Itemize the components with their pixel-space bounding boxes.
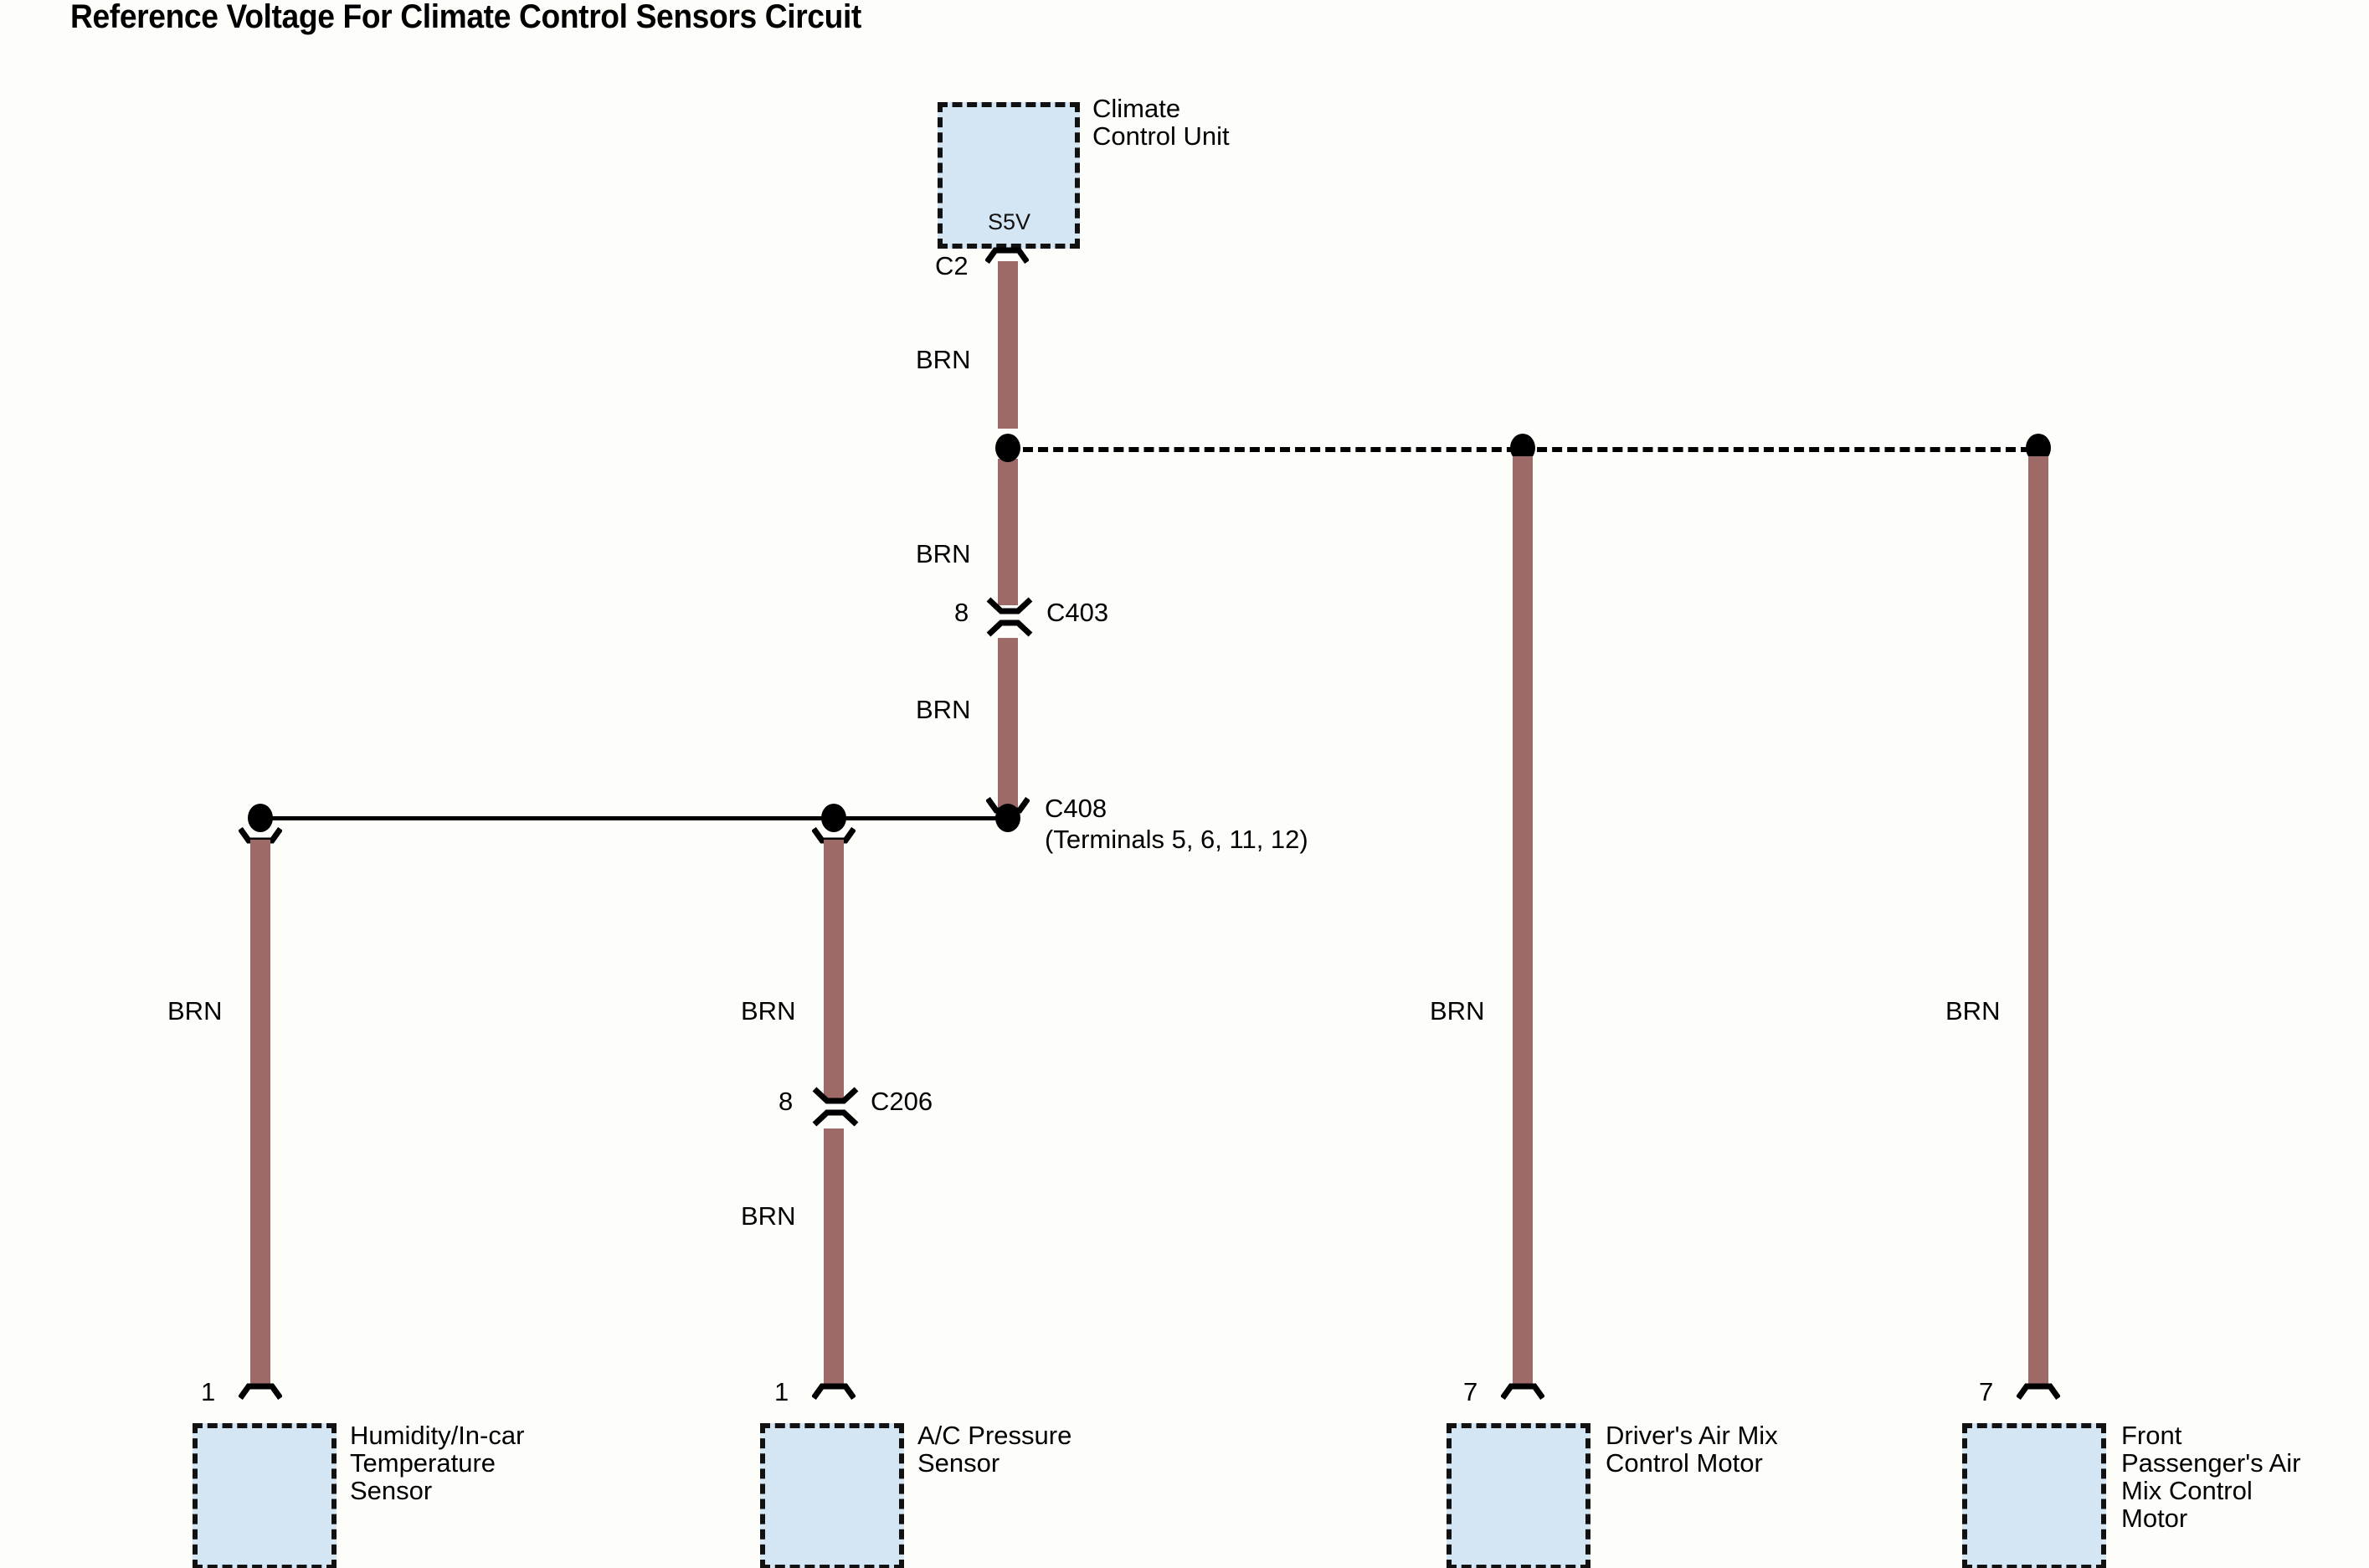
climate-control-unit-box (938, 102, 1080, 249)
connector-label-c206: C206 (871, 1087, 933, 1116)
connector-symbol-c206-icon (812, 1084, 859, 1129)
wire-label-brn-junction-to-c403: BRN (916, 539, 971, 568)
driver-air-mix-motor-name: Driver's Air Mix Control Motor (1606, 1421, 1778, 1478)
wire-label-brn-ac-pressure-lower: BRN (741, 1201, 796, 1231)
junction-dot-c408 (995, 804, 1020, 832)
junction-dot-trunk (995, 434, 1020, 462)
passenger-air-mix-motor-name: Front Passenger's Air Mix Control Motor (2121, 1421, 2301, 1533)
terminal-number-ac-pressure-sensor: 1 (774, 1377, 789, 1406)
connector-cap-humidity-bottom-icon (239, 1383, 282, 1400)
solid-branch-line (260, 816, 1013, 820)
humidity-sensor-box (193, 1423, 337, 1568)
junction-dot-ac-pressure-sensor (821, 804, 846, 832)
wire-humidity-branch (250, 840, 270, 1388)
wire-junction-to-c403 (998, 459, 1018, 605)
wire-label-brn-c403-to-c408: BRN (916, 695, 971, 724)
ac-pressure-sensor-box (760, 1423, 904, 1568)
connector-label-c2: C2 (935, 251, 969, 280)
wire-passenger-motor-branch (2028, 456, 2048, 1388)
wire-ac-pressure-upper (824, 840, 844, 1099)
terminal-number-driver-motor: 7 (1463, 1377, 1478, 1406)
connector-label-c408: C408 (1045, 794, 1107, 823)
wire-label-brn-humidity-branch: BRN (167, 996, 223, 1026)
connector-terminal-c403: 8 (954, 598, 969, 627)
wire-c403-to-c408 (998, 638, 1018, 818)
connector-cap-driver-motor-icon (1501, 1383, 1544, 1400)
connector-terminals-note-c408: (Terminals 5, 6, 11, 12) (1045, 825, 1308, 854)
wire-ac-pressure-lower (824, 1128, 844, 1388)
page-title: Reference Voltage For Climate Control Se… (70, 0, 861, 35)
connector-cap-c2-icon (985, 247, 1029, 264)
wire-label-brn-passenger-motor-branch: BRN (1945, 996, 2001, 1026)
wire-driver-motor-branch (1513, 456, 1533, 1388)
ccu-terminal-label-s5v: S5V (988, 209, 1031, 234)
connector-cap-ac-pressure-bottom-icon (812, 1383, 856, 1400)
wire-ccu-to-junction (998, 261, 1018, 429)
connector-label-c403: C403 (1046, 598, 1109, 627)
humidity-sensor-name: Humidity/In-car Temperature Sensor (350, 1421, 525, 1505)
junction-dot-humidity-sensor (248, 804, 273, 832)
wire-label-brn-ccu-to-junction: BRN (916, 345, 971, 374)
wire-label-brn-ac-pressure-upper: BRN (741, 996, 796, 1026)
driver-air-mix-motor-box (1447, 1423, 1590, 1568)
connector-cap-passenger-motor-icon (2017, 1383, 2060, 1400)
wire-label-brn-driver-motor-branch: BRN (1430, 996, 1485, 1026)
climate-control-unit-name: Climate Control Unit (1092, 94, 1230, 151)
ac-pressure-sensor-name: A/C Pressure Sensor (917, 1421, 1072, 1478)
connector-symbol-c403-icon (986, 594, 1033, 640)
terminal-number-passenger-motor: 7 (1979, 1377, 1994, 1406)
passenger-air-mix-motor-box (1962, 1423, 2106, 1568)
connector-terminal-c206: 8 (779, 1087, 794, 1116)
terminal-number-humidity-sensor: 1 (201, 1377, 216, 1406)
